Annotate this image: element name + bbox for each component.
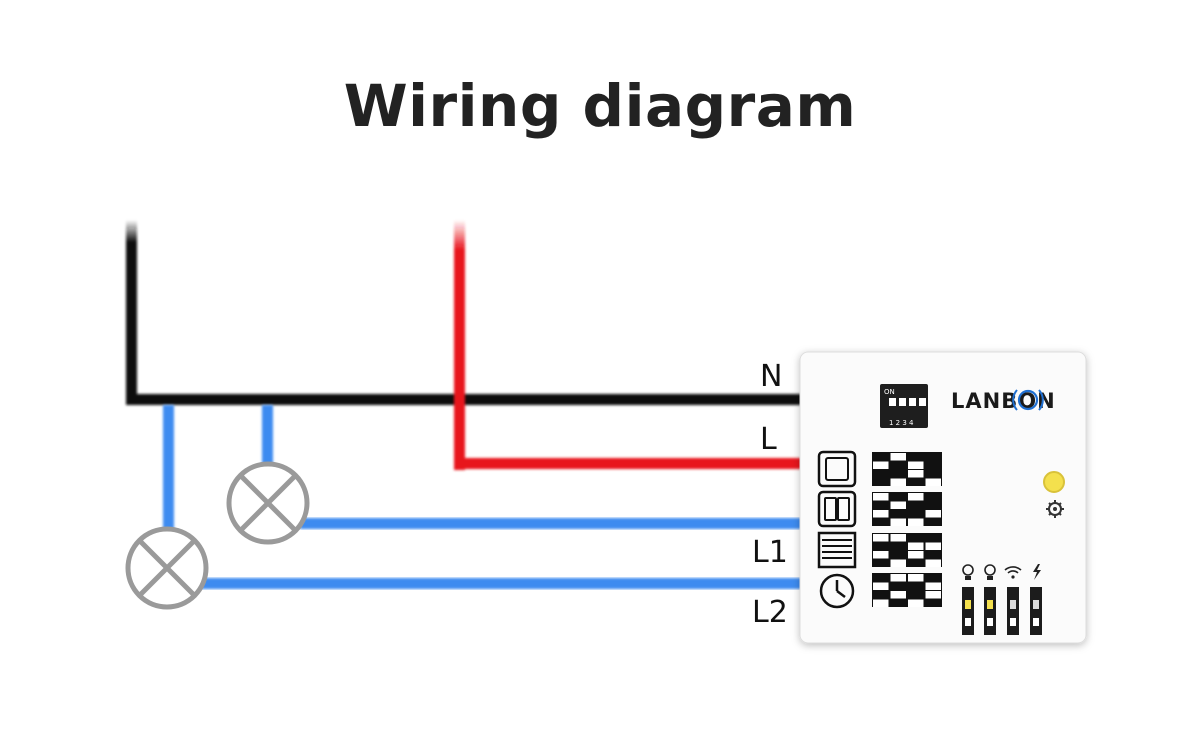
pattern-cell: [890, 478, 906, 486]
bulb-icon: [984, 564, 996, 580]
wifi-icon: [1004, 566, 1022, 579]
curtain-icon: [817, 531, 857, 569]
pattern-cell: [908, 470, 924, 478]
pattern-cell: [890, 574, 906, 582]
pattern-cell: [890, 591, 906, 599]
pattern-cell: [890, 534, 906, 542]
bulb-icon: [962, 564, 974, 580]
svg-text:1 2 3 4: 1 2 3 4: [889, 419, 914, 427]
terminal-label-l1: L1: [752, 535, 788, 570]
pattern-cell: [873, 551, 889, 559]
mode-pattern-grids: [872, 452, 942, 607]
dip-switch: ON 1 2 3 4: [880, 384, 928, 428]
mode-pattern-grid: [872, 533, 942, 567]
pattern-cell: [873, 534, 889, 542]
pattern-cell: [873, 599, 889, 607]
mode-pattern-grid: [872, 452, 942, 486]
pattern-cell: [908, 542, 924, 550]
load-wire-l2: [200, 578, 806, 589]
live-wire: [454, 220, 806, 470]
clock-icon: [819, 573, 855, 609]
pattern-cell: [925, 478, 941, 486]
pattern-cell: [890, 518, 906, 526]
pattern-cell: [873, 461, 889, 469]
pattern-cell: [925, 542, 941, 550]
single-switch-icon: [817, 450, 857, 488]
terminal-label-l2: L2: [752, 595, 788, 630]
pattern-cell: [908, 493, 924, 501]
lamp-2-icon: [125, 526, 209, 610]
lightning-icon: [1033, 564, 1041, 580]
pattern-cell: [890, 559, 906, 567]
terminal-slots: [962, 587, 1042, 635]
pattern-cell: [925, 510, 941, 518]
signal-arcs-icon: [1012, 389, 1044, 411]
status-led: [1043, 471, 1065, 493]
load-wire-l1: [300, 518, 806, 529]
pattern-cell: [908, 551, 924, 559]
terminal-label-l: L: [760, 422, 777, 457]
pattern-cell: [890, 453, 906, 461]
pattern-cell: [890, 501, 906, 509]
pattern-cell: [873, 510, 889, 518]
pattern-cell: [908, 461, 924, 469]
pattern-cell: [908, 574, 924, 582]
mode-pattern-grid: [872, 492, 942, 526]
gear-icon: [1046, 500, 1064, 518]
pattern-cell: [925, 591, 941, 599]
pattern-cell: [873, 493, 889, 501]
lamp-neutral-wires: [163, 405, 273, 530]
svg-text:ON: ON: [884, 388, 895, 396]
pattern-cell: [908, 599, 924, 607]
mode-pattern-grid: [872, 573, 942, 607]
pattern-cell: [873, 582, 889, 590]
pattern-cell: [925, 559, 941, 567]
neutral-wire: [126, 220, 806, 405]
pattern-cell: [908, 518, 924, 526]
double-switch-icon: [817, 490, 857, 528]
switch-module: ON 1 2 3 4 LANBON: [799, 351, 1087, 644]
page-title: Wiring diagram: [343, 72, 857, 140]
lamp-1-icon: [226, 461, 310, 545]
pattern-cell: [925, 582, 941, 590]
terminal-label-n: N: [760, 359, 782, 394]
